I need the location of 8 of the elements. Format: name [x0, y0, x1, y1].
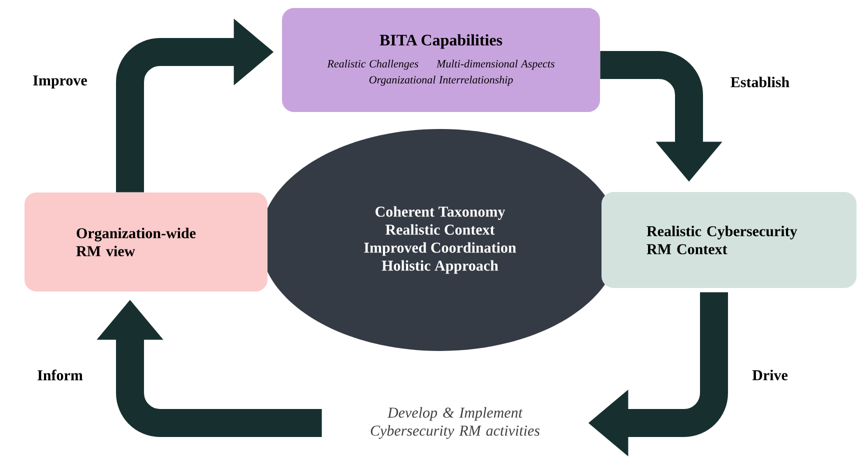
edge-label: Establish — [728, 74, 792, 90]
context-box: Realistic Cybersecurity RM Context — [602, 192, 856, 288]
edge-label: Inform — [35, 368, 85, 382]
activity-text: Develop & Implement Cybersecurity RM activities — [370, 407, 540, 439]
capability-box: BITA Capabilities Realistic Challenges Multi-dimensional Aspects Organizational Interrelationship — [282, 8, 600, 112]
edge-label: Drive — [750, 368, 790, 382]
view-box: Organization-wide RM view — [24, 192, 268, 292]
edge-label: Improve — [30, 74, 90, 90]
